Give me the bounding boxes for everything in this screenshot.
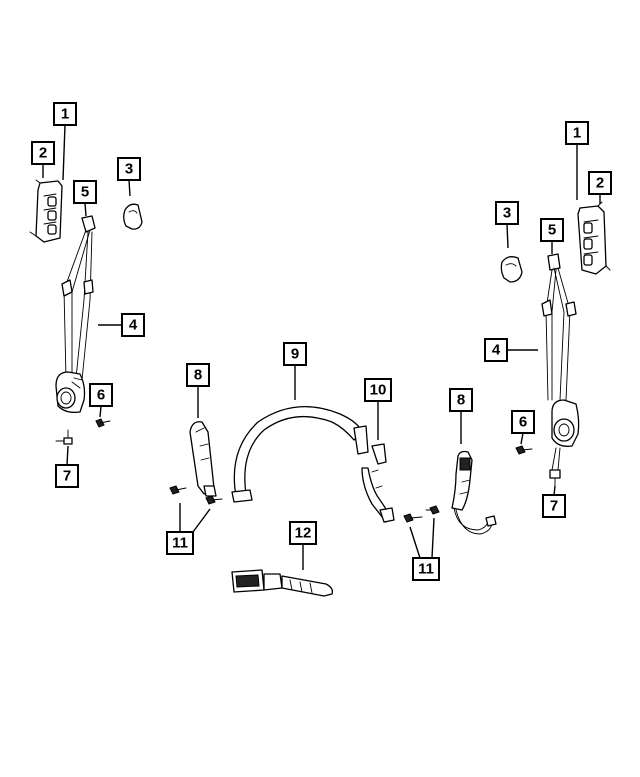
svg-text:1: 1 <box>61 106 69 123</box>
svg-text:4: 4 <box>129 317 138 334</box>
right-buckle-stalk <box>451 450 497 535</box>
svg-text:12: 12 <box>295 525 312 542</box>
svg-text:9: 9 <box>291 346 299 363</box>
callout-center-11-left: 11 <box>166 503 211 555</box>
callout-right-3: 3 <box>495 201 519 249</box>
callout-center-12: 12 <box>289 521 317 570</box>
callout-left-3: 3 <box>117 157 141 197</box>
svg-text:8: 8 <box>457 392 465 409</box>
callout-right-1: 1 <box>565 121 589 200</box>
svg-text:5: 5 <box>548 222 556 239</box>
svg-text:6: 6 <box>519 414 527 431</box>
callout-left-5: 5 <box>73 180 97 217</box>
right-height-adjuster <box>577 201 611 275</box>
callout-left-6: 6 <box>89 383 113 418</box>
right-belt-assembly <box>500 201 611 487</box>
right-bolt <box>515 445 533 455</box>
callout-center-10: 10 <box>364 378 392 440</box>
left-bolt <box>95 418 111 428</box>
callout-right-2: 2 <box>588 171 612 204</box>
svg-text:7: 7 <box>550 498 558 515</box>
left-d-ring <box>81 215 96 233</box>
svg-text:11: 11 <box>418 561 434 578</box>
left-belt-assembly <box>29 179 143 445</box>
left-height-adjuster <box>29 179 63 243</box>
center-buckle <box>361 443 395 523</box>
svg-text:7: 7 <box>63 468 71 485</box>
svg-text:8: 8 <box>194 367 202 384</box>
svg-text:1: 1 <box>573 125 581 142</box>
svg-text:3: 3 <box>125 161 133 178</box>
callout-right-5: 5 <box>540 218 564 254</box>
right-d-ring <box>547 253 561 271</box>
callout-center-8-right: 8 <box>449 388 473 444</box>
callout-center-9: 9 <box>283 342 307 400</box>
svg-text:5: 5 <box>81 184 89 201</box>
svg-text:6: 6 <box>97 387 105 404</box>
right-retractor <box>551 399 580 471</box>
svg-text:11: 11 <box>172 535 188 552</box>
callout-left-2: 2 <box>31 141 55 178</box>
callout-left-4: 4 <box>98 313 145 337</box>
svg-text:4: 4 <box>492 342 501 359</box>
callout-center-11-right: 11 <box>409 517 440 581</box>
center-lap-belt <box>231 405 369 503</box>
right-center-bolts <box>403 505 440 523</box>
left-retractor <box>55 371 86 414</box>
svg-text:3: 3 <box>503 205 511 222</box>
callout-left-7: 7 <box>55 445 79 488</box>
callout-right-4: 4 <box>484 338 538 362</box>
svg-text:10: 10 <box>370 382 387 399</box>
callout-left-1: 1 <box>53 102 77 181</box>
callout-center-8-left: 8 <box>186 363 210 418</box>
svg-text:2: 2 <box>39 145 47 162</box>
left-d-ring-cover <box>123 203 143 230</box>
svg-text:2: 2 <box>596 175 604 192</box>
seat-belt-extender <box>231 569 334 597</box>
right-d-ring-cover <box>500 256 523 283</box>
left-buckle-stalk <box>189 421 217 497</box>
callout-right-6: 6 <box>511 410 535 445</box>
left-center-bolts <box>169 485 223 505</box>
callout-right-7: 7 <box>542 485 566 518</box>
